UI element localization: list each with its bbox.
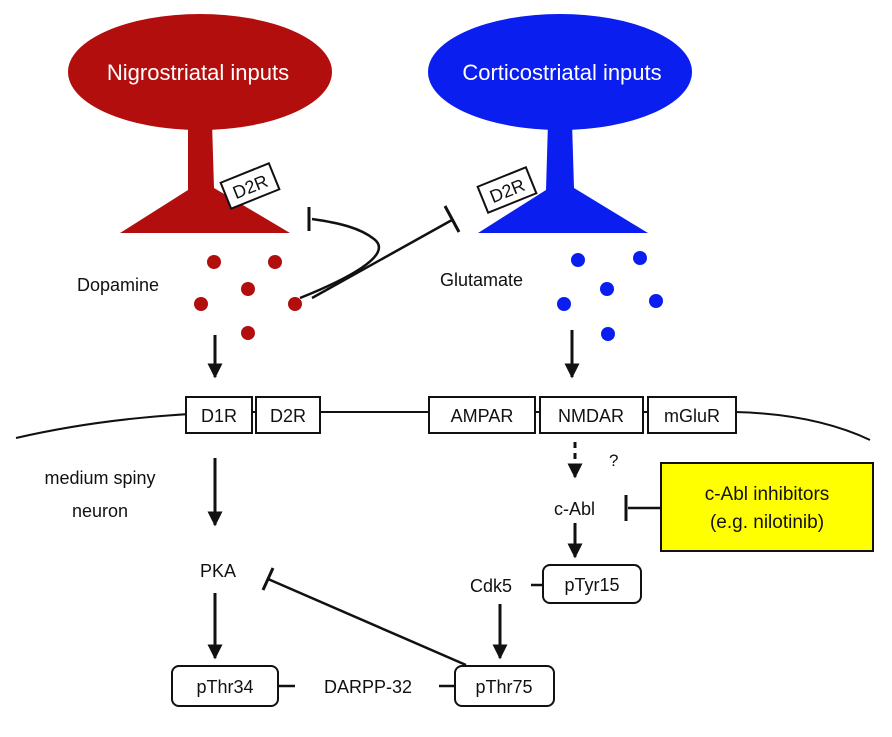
receptor-nmdar: NMDAR <box>539 396 644 434</box>
pthr75-label: pThr75 <box>475 677 532 697</box>
c-abl-inhibitors-line1: c-Abl inhibitors <box>705 484 830 505</box>
nigrostriatal-terminal-stem <box>120 122 290 233</box>
pthr75-to-pka-inhibition-line <box>267 577 467 667</box>
corticostriatal-terminal-stem <box>478 122 648 233</box>
nigrostriatal-label: Nigrostriatal inputs <box>107 60 289 85</box>
glutamate-dot <box>557 297 571 311</box>
corticostriatal-label: Corticostriatal inputs <box>462 60 661 85</box>
glutamate-dot <box>600 282 614 296</box>
darpp32-label: DARPP-32 <box>324 677 412 697</box>
receptor-mglur-label: mGluR <box>664 406 720 426</box>
receptor-d1r-label: D1R <box>201 406 237 426</box>
d2r-heteroinhibition-line <box>311 218 453 300</box>
corticostriatal-terminal-head <box>428 14 692 130</box>
c-abl-inhibitors-box: c-Abl inhibitors (e.g. nilotinib) <box>660 462 874 552</box>
receptor-d2r-label: D2R <box>270 406 306 426</box>
receptor-ampar-label: AMPAR <box>451 406 514 426</box>
dopamine-dot <box>288 297 302 311</box>
pthr75-to-pka-tbar <box>261 567 275 591</box>
glutamate-dot <box>633 251 647 265</box>
glutamate-label: Glutamate <box>440 270 523 290</box>
nigrostriatal-d2r-autoreceptor: D2R <box>219 161 281 211</box>
question-mark: ? <box>609 451 618 470</box>
corticostriatal-terminal: Corticostriatal inputs <box>428 14 692 233</box>
glutamate-dot <box>571 253 585 267</box>
d2r-heteroinhibition-tbar <box>443 205 461 233</box>
dopamine-dot <box>241 282 255 296</box>
c-abl-label: c-Abl <box>554 499 595 519</box>
cdk5-label: Cdk5 <box>470 576 512 596</box>
nigrostriatal-terminal: Nigrostriatal inputs <box>68 14 332 233</box>
dopamine-label: Dopamine <box>77 275 159 295</box>
nigrostriatal-terminal-head <box>68 14 332 130</box>
dopamine-dot <box>207 255 221 269</box>
dopamine-dot <box>241 326 255 340</box>
pka-label: PKA <box>200 561 236 581</box>
d2r-autoinhibition-line <box>299 217 381 300</box>
receptor-d2r: D2R <box>255 396 321 434</box>
glutamate-vesicles <box>557 251 663 341</box>
receptor-mglur: mGluR <box>647 396 737 434</box>
pthr75-box: pThr75 <box>454 665 555 707</box>
receptor-ampar: AMPAR <box>428 396 536 434</box>
neuron-label-line2: neuron <box>72 501 128 521</box>
corticostriatal-d2r-heteroreceptor: D2R <box>476 165 538 215</box>
receptor-d1r: D1R <box>185 396 253 434</box>
pthr34-label: pThr34 <box>196 677 253 697</box>
glutamate-dot <box>601 327 615 341</box>
ptyr15-box: pTyr15 <box>542 564 642 604</box>
pthr34-box: pThr34 <box>171 665 279 707</box>
dopamine-dot <box>194 297 208 311</box>
receptor-nmdar-label: NMDAR <box>558 406 624 426</box>
dopamine-dot <box>268 255 282 269</box>
glutamate-dot <box>649 294 663 308</box>
c-abl-inhibitors-line2: (e.g. nilotinib) <box>710 512 824 533</box>
dopamine-vesicles <box>194 255 302 340</box>
neuron-label-line1: medium spiny <box>44 468 155 488</box>
ptyr15-label: pTyr15 <box>564 575 619 595</box>
